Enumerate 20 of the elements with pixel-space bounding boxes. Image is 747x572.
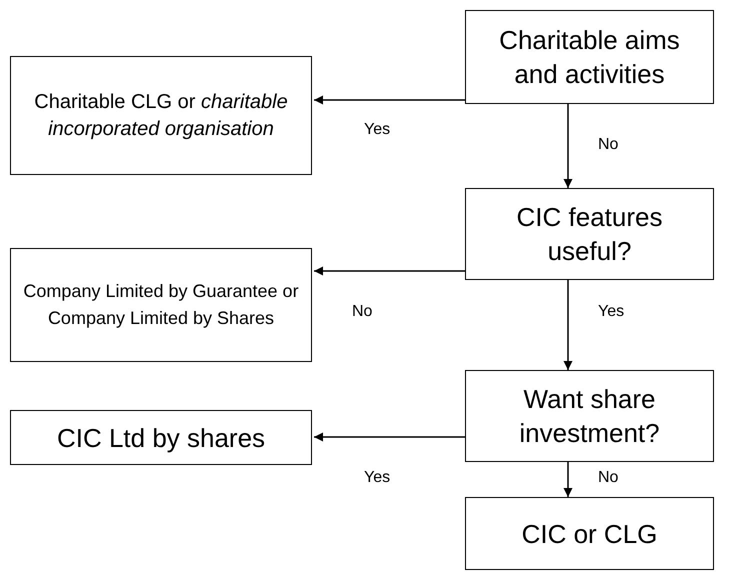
arrow <box>314 266 465 276</box>
process-box <box>10 56 312 175</box>
arrow <box>314 432 465 442</box>
process-box <box>10 248 312 362</box>
box-text: Want share investment? <box>518 383 661 450</box>
process-box <box>465 370 714 462</box>
arrow <box>314 96 465 104</box>
process-box <box>465 10 714 104</box>
box-text: Charitable aims and activities <box>498 24 681 91</box>
box-text: Charitable CLG or charitable incorporated organisation <box>33 90 289 142</box>
box-text: Company Limited by Guarantee or Company Limited by Shares <box>22 280 300 330</box>
arrow <box>564 280 572 370</box>
process-box <box>10 410 312 465</box>
box-text: CIC features useful? <box>516 201 664 268</box>
box-text: CIC Ltd by shares <box>56 422 266 454</box>
process-box <box>465 188 714 280</box>
box-text: CIC or CLG <box>522 518 658 550</box>
arrow <box>564 462 572 497</box>
process-box <box>465 497 714 570</box>
arrow <box>564 104 572 188</box>
